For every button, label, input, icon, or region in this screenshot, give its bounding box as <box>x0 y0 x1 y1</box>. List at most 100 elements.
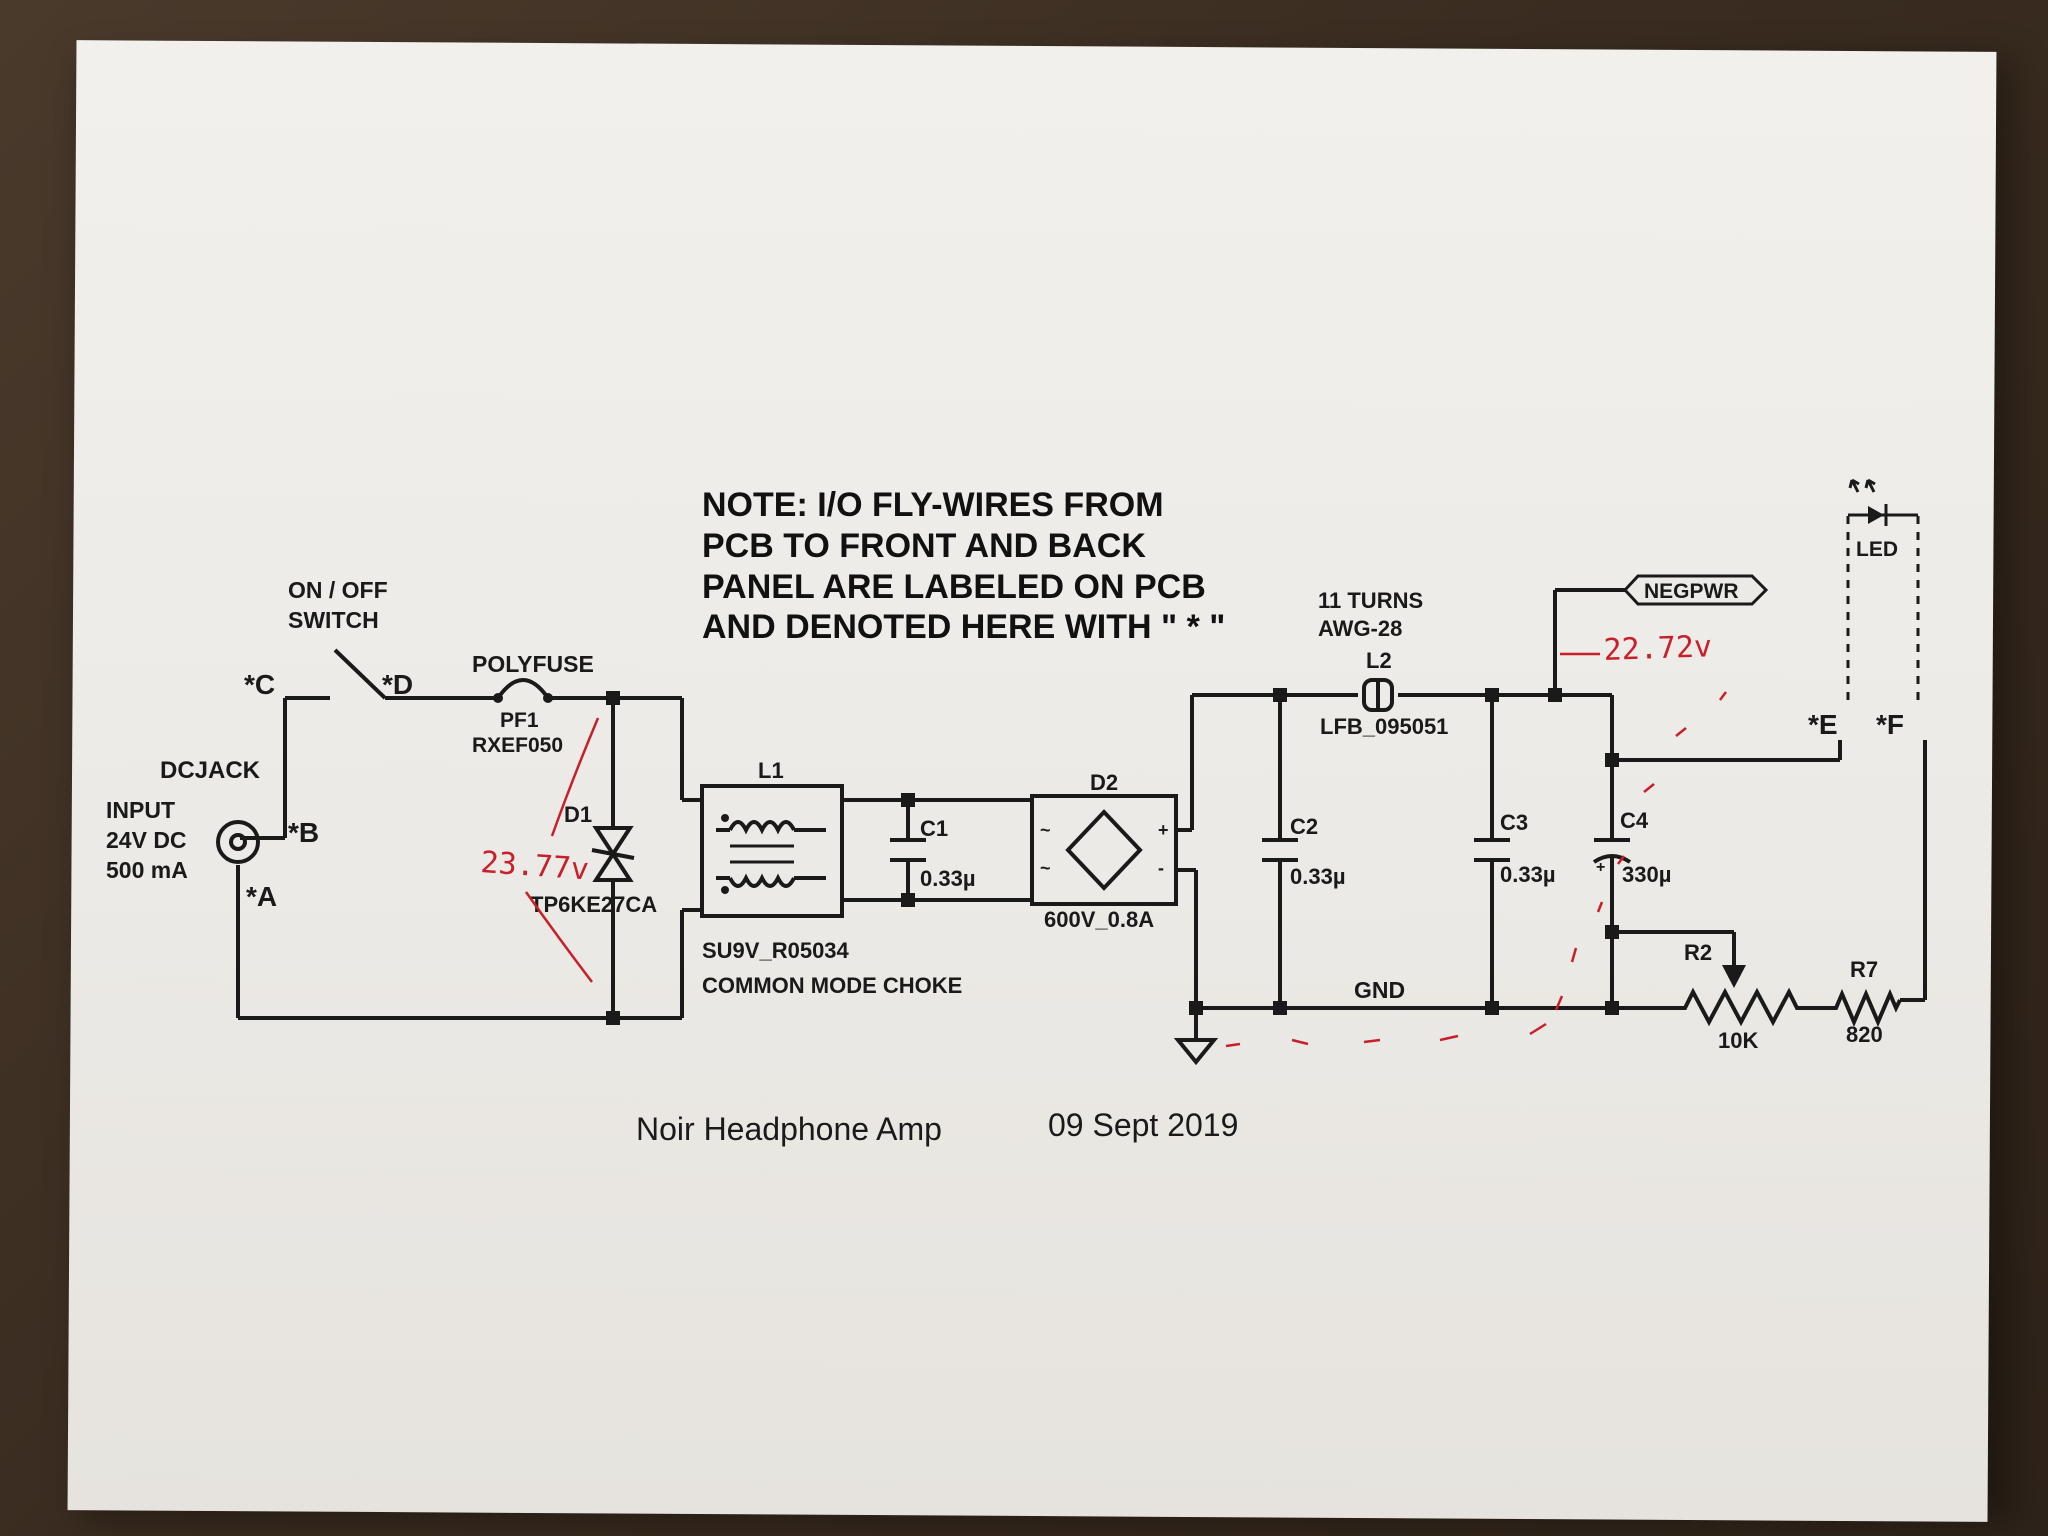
d1-part: TP6KE27CA <box>530 892 657 917</box>
c4-capacitor: + C4 330µ <box>1592 790 1671 887</box>
junction-r2-wiper <box>1605 925 1619 939</box>
d1-tvs-diode: D1 TP6KE27CA <box>530 802 657 917</box>
c3-ref: C3 <box>1500 810 1528 835</box>
junction-c3-top <box>1485 688 1499 702</box>
title-block: Noir Headphone Amp 09 Sept 2019 <box>636 1107 1238 1147</box>
r7-resistor: R7 820 <box>1820 957 1902 1047</box>
l1-common-mode-choke: L1 SU9V_R05034 COMMON MODE CHOKE <box>700 758 962 998</box>
gnd-label: GND <box>1354 977 1405 1003</box>
junction-c1-top <box>901 793 915 807</box>
input-label-2: 24V DC <box>106 827 187 853</box>
svg-text:~: ~ <box>1040 820 1051 840</box>
dc-jack-symbol <box>216 820 260 864</box>
c2-value: 0.33µ <box>1290 864 1346 889</box>
junction-c4-bot <box>1605 1001 1619 1015</box>
led-fly-wire: *E *F LED <box>1808 478 1920 740</box>
c1-value: 0.33µ <box>920 866 976 891</box>
switch-lever <box>333 648 387 700</box>
on-off-switch: ON / OFF SWITCH *C *D <box>244 577 413 700</box>
r2-value: 10K <box>1718 1028 1758 1053</box>
pen-mark-1 <box>550 717 600 837</box>
junction-e <box>1605 753 1619 767</box>
c4-ref: C4 <box>1620 808 1649 833</box>
svg-text:+: + <box>1596 859 1605 876</box>
led-symbol <box>1868 506 1884 524</box>
footer-title: Noir Headphone Amp <box>636 1111 942 1147</box>
l1-desc: COMMON MODE CHOKE <box>702 973 962 998</box>
led-arrow-2 <box>1864 478 1876 493</box>
junction-d1-top <box>606 691 620 705</box>
r7-ref: R7 <box>1850 957 1878 982</box>
svg-text:~: ~ <box>1040 858 1051 878</box>
pin-d-label: *D <box>382 669 413 700</box>
junction-c2-top <box>1273 688 1287 702</box>
pen-dashes <box>1225 691 1727 1048</box>
polyfuse-part: RXEF050 <box>472 734 563 757</box>
polyfuse-symbol <box>496 678 550 700</box>
junction-c3-bot <box>1485 1001 1499 1015</box>
c2-capacitor: C2 0.33µ <box>1262 814 1346 889</box>
c3-value: 0.33µ <box>1500 862 1556 887</box>
switch-label-2: SWITCH <box>288 607 379 633</box>
input-label-1: INPUT <box>106 797 175 823</box>
junction-gnd <box>1189 1001 1203 1015</box>
r2-ref: R2 <box>1684 940 1712 965</box>
d2-ref: D2 <box>1090 770 1118 795</box>
note-line-3: PANEL ARE LABELED ON PCB <box>702 568 1206 606</box>
r2-potentiometer: R2 10K <box>1665 940 1820 1053</box>
d1-ref: D1 <box>564 802 592 827</box>
polyfuse-ref: PF1 <box>500 709 539 732</box>
junctions <box>606 688 1619 1025</box>
note-line-2: PCB TO FRONT AND BACK <box>702 527 1146 565</box>
svg-text:-: - <box>1158 858 1164 878</box>
ground-symbol <box>1173 1038 1219 1066</box>
d2-box <box>1030 794 1178 906</box>
input-label-3: 500 mA <box>106 857 188 883</box>
negpwr-label: NEGPWR <box>1644 580 1739 603</box>
l2-ref: L2 <box>1366 648 1392 673</box>
l1-part: SU9V_R05034 <box>702 938 850 963</box>
note-block: NOTE: I/O FLY-WIRES FROM PCB TO FRONT AN… <box>702 486 1225 646</box>
led-label: LED <box>1856 538 1898 561</box>
pin-e-label: *E <box>1808 709 1838 740</box>
note-line-4: AND DENOTED HERE WITH " * " <box>702 608 1225 646</box>
footer-date: 09 Sept 2019 <box>1048 1107 1238 1143</box>
l2-part: LFB_095051 <box>1320 714 1448 739</box>
polyfuse-label: POLYFUSE <box>472 651 594 677</box>
pin-b-label: *B <box>288 817 319 848</box>
negpwr-net-tag: NEGPWR <box>1622 574 1769 606</box>
l2-ferrite: 11 TURNS AWG-28 L2 LFB_095051 <box>1318 588 1448 739</box>
dc-jack: DCJACK INPUT 24V DC 500 mA *B *A <box>106 757 319 912</box>
l1-ref: L1 <box>758 758 784 783</box>
dc-jack-pin <box>229 833 247 851</box>
pin-c-label: *C <box>244 669 275 700</box>
annotation-v2: 22.72v <box>1603 629 1713 668</box>
svg-text:+: + <box>1158 820 1169 840</box>
led-arrow-1 <box>1848 478 1860 493</box>
d2-rating: 600V_0.8A <box>1044 907 1154 932</box>
l2-wire: AWG-28 <box>1318 616 1402 641</box>
switch-label-1: ON / OFF <box>288 577 388 603</box>
pin-a-label: *A <box>246 881 277 912</box>
polyfuse: POLYFUSE PF1 RXEF050 <box>472 651 594 757</box>
c3-capacitor: C3 0.33µ <box>1474 810 1556 887</box>
c1-ref: C1 <box>920 816 948 841</box>
pin-f-label: *F <box>1876 709 1904 740</box>
junction-c1-bot <box>901 893 915 907</box>
c2-ref: C2 <box>1290 814 1318 839</box>
note-line-1: NOTE: I/O FLY-WIRES FROM <box>702 486 1164 524</box>
l1-box <box>700 784 844 918</box>
junction-negpwr <box>1548 688 1562 702</box>
d2-bridge-rectifier: ~ ~ + - D2 600V_0.8A <box>1030 770 1178 932</box>
r7-value: 820 <box>1846 1022 1883 1047</box>
pen-mark-2 <box>524 891 593 983</box>
annotation-v1: 23.77v <box>479 845 590 887</box>
c1-capacitor: C1 0.33µ <box>890 816 976 891</box>
junction-d1-bot <box>606 1011 620 1025</box>
dc-jack-label: DCJACK <box>160 757 261 784</box>
junction-c2-bot <box>1273 1001 1287 1015</box>
c4-value: 330µ <box>1622 862 1671 887</box>
handwritten-annotations: 23.77v 22.72v <box>479 629 1727 1048</box>
l2-turns: 11 TURNS <box>1318 588 1423 613</box>
